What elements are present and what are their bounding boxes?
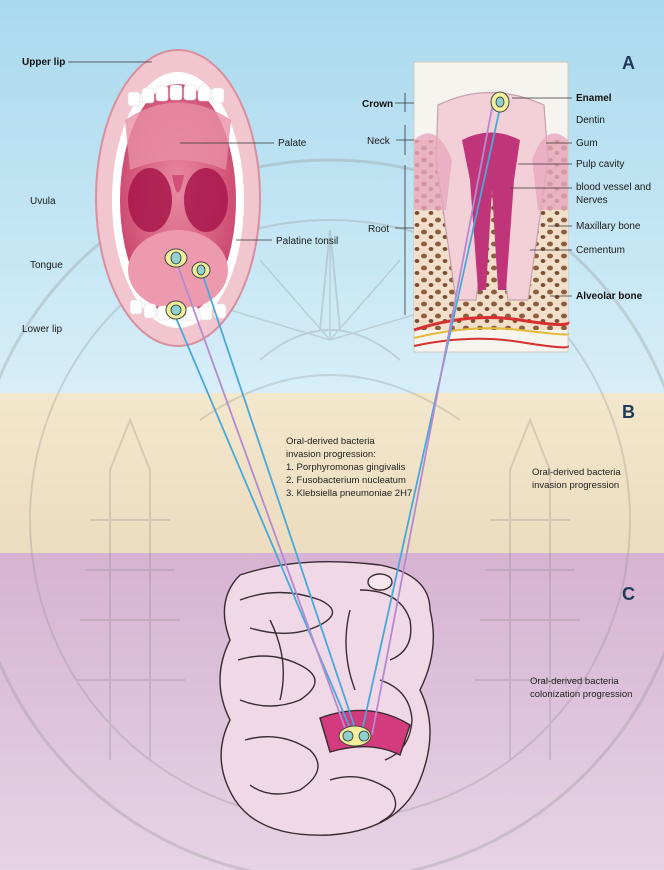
panel-a-letter: A — [622, 53, 635, 73]
bacteria-list-title-line2: invasion progression: — [286, 449, 376, 460]
label-root: Root — [368, 224, 389, 235]
label-maxillary-bone: Maxillary bone — [576, 221, 641, 232]
intestine-illustration — [220, 562, 433, 836]
label-dentin: Dentin — [576, 115, 605, 126]
label-crown: Crown — [362, 99, 393, 110]
panel-c-caption-line1: Oral-derived bacteria — [530, 676, 619, 687]
label-neck: Neck — [367, 136, 391, 147]
label-tongue: Tongue — [30, 260, 63, 271]
bacteria-cluster-tongue-2 — [192, 262, 210, 278]
palate-shape — [125, 103, 231, 171]
label-lower-lip: Lower lip — [22, 324, 62, 335]
bacteria-item-3: 3. Klebsiella pneumoniae 2H7 — [286, 488, 412, 499]
label-palatine-tonsil: Palatine tonsil — [276, 236, 338, 247]
label-cementum: Cementum — [576, 245, 625, 256]
tongue-shape — [128, 230, 228, 310]
bacteria-cluster-tongue-1 — [165, 249, 187, 267]
label-uvula: Uvula — [30, 196, 56, 207]
bacteria-cluster-tooth — [491, 92, 509, 112]
bacteria-item-1: 1. Porphyromonas gingivalis — [286, 462, 406, 473]
panel-c-letter: C — [622, 584, 635, 604]
label-upper-lip: Upper lip — [22, 57, 65, 68]
label-blood-vessel-line2: Nerves — [576, 195, 608, 206]
panel-b-caption-line2: invasion progression — [532, 480, 619, 491]
bacteria-cluster-lip — [166, 301, 186, 319]
bacteria-cluster-gut — [339, 726, 371, 746]
label-palate: Palate — [278, 138, 307, 149]
label-blood-vessel-line1: blood vessel and — [576, 182, 651, 193]
label-enamel: Enamel — [576, 93, 612, 104]
panel-b-letter: B — [622, 402, 635, 422]
label-gum: Gum — [576, 138, 598, 149]
label-pulp-cavity: Pulp cavity — [576, 159, 624, 170]
label-alveolar-bone: Alveolar bone — [576, 291, 643, 302]
panel-b-caption-line1: Oral-derived bacteria — [532, 467, 621, 478]
panel-c-caption-line2: colonization progression — [530, 689, 632, 700]
bacteria-list-title-line1: Oral-derived bacteria — [286, 436, 375, 447]
bacteria-item-2: 2. Fusobacterium nucleatum — [286, 475, 406, 486]
